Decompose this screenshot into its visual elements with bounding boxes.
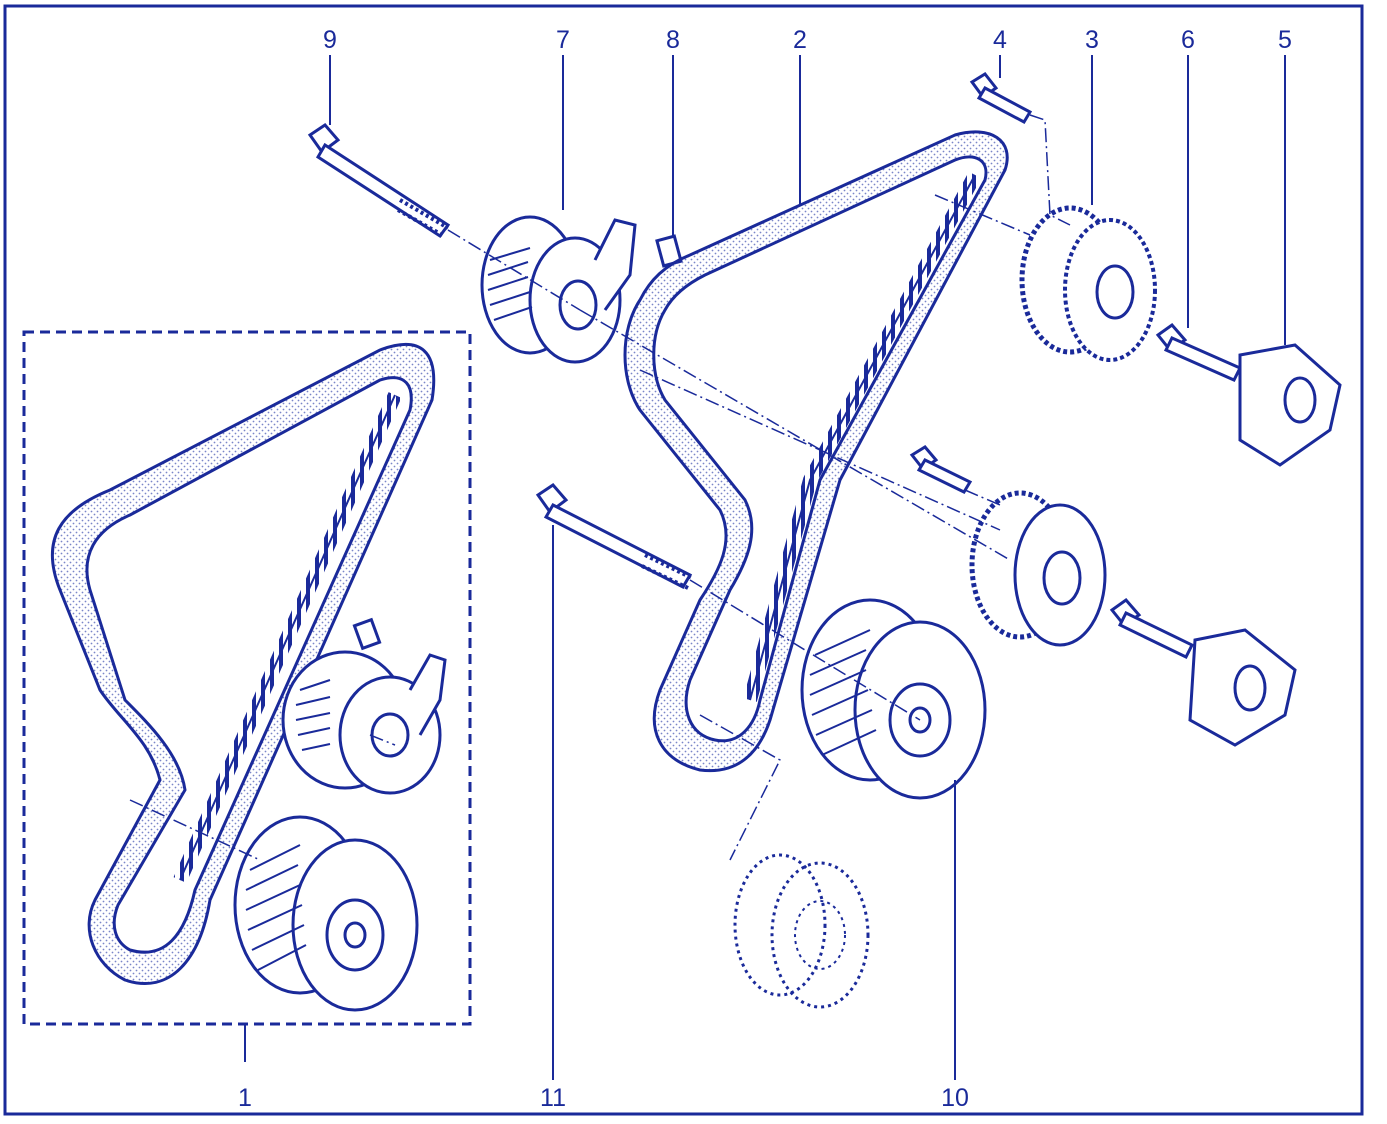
camshaft-sprocket-lower [969,490,1107,647]
callout-1: 1 [238,1084,252,1112]
bolt-11 [535,483,693,590]
outer-frame [3,4,1364,1116]
hub-plate-lower [1188,628,1297,747]
alignment-lines [129,114,1071,861]
kit-timing-belt [50,343,436,985]
camshaft-sprocket-3 [1019,205,1157,362]
leader-lines [329,55,1286,1080]
bolt-4 [969,72,1033,124]
callout-8: 8 [666,26,680,54]
kit-dashed-box [22,330,472,1026]
bolt-6 [1155,322,1243,382]
tensioner-pulley-7 [480,215,637,364]
callout-10: 10 [941,1084,969,1112]
callout-4: 4 [993,26,1007,54]
kit-tensioner-pulley [281,617,447,795]
bolt-9 [307,123,451,239]
bolt-lower-right-2 [1109,597,1195,659]
callout-3: 3 [1085,26,1099,54]
kit-idler-roller [233,815,419,1012]
callout-11: 11 [540,1084,566,1112]
crankshaft-sprocket-phantom [733,853,870,1009]
callout-6: 6 [1181,26,1195,54]
callout-7: 7 [556,26,570,54]
hub-plate-5 [1238,343,1342,467]
bolt-lower-right [909,445,973,494]
idler-roller-10 [800,598,987,800]
callout-5: 5 [1278,26,1292,54]
callout-9: 9 [323,26,337,54]
callout-2: 2 [793,26,807,54]
